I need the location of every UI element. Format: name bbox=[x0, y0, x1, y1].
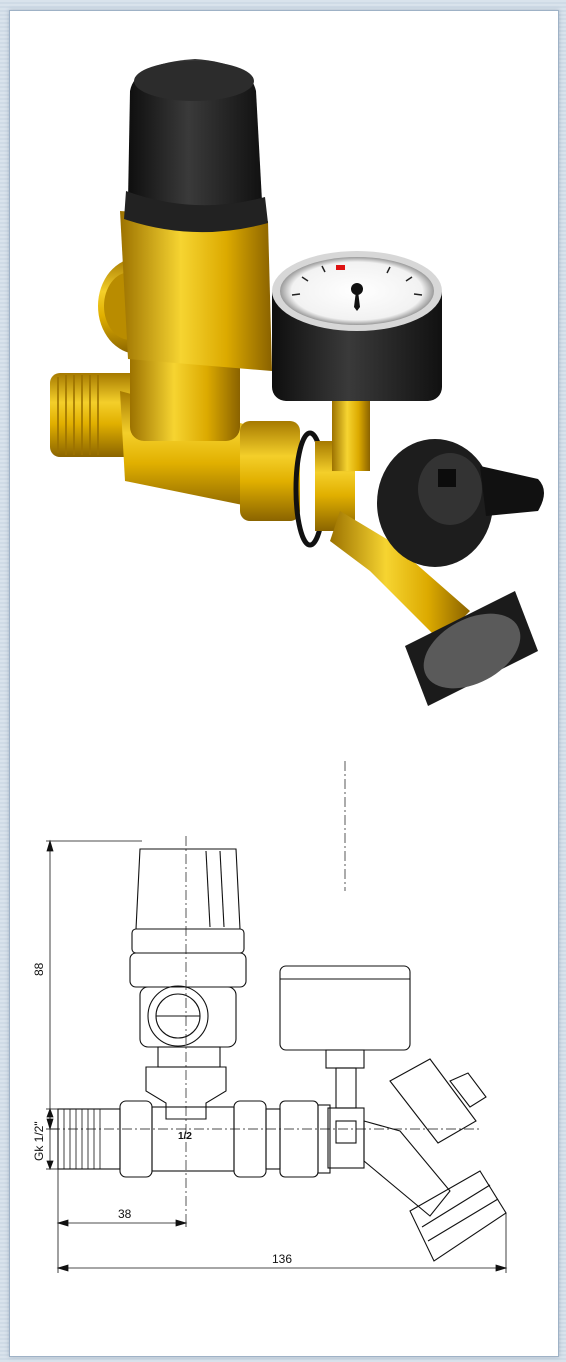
thread-lines bbox=[63, 1109, 101, 1169]
drain-outline bbox=[363, 1120, 451, 1217]
dim-thread-label: Gk 1/2" bbox=[32, 1121, 46, 1161]
union bbox=[279, 1100, 319, 1178]
knob-outline bbox=[389, 1058, 477, 1144]
gauge-stem bbox=[332, 391, 370, 471]
hose-nut-outline bbox=[409, 1170, 507, 1262]
cap-collar bbox=[131, 928, 245, 954]
gauge-tee-outline bbox=[327, 1107, 365, 1169]
gauge-red-mark bbox=[336, 265, 345, 270]
cap-outline bbox=[135, 848, 241, 930]
valve-render bbox=[50, 59, 544, 706]
gauge-ticks bbox=[291, 265, 423, 296]
drain-branch bbox=[330, 511, 470, 641]
inlet-thread bbox=[57, 375, 99, 455]
cap-ring bbox=[124, 191, 268, 233]
dim-height-label: 88 bbox=[32, 962, 46, 976]
union-nut bbox=[240, 421, 300, 521]
pipe-collar-left bbox=[119, 1100, 153, 1178]
drawing-sheet: 88 Gk 1/2" 38 136 1/2 bbox=[9, 10, 559, 1357]
gauge-needle bbox=[354, 283, 360, 311]
knob-square bbox=[438, 469, 456, 487]
gauge-stem-outline bbox=[335, 1067, 357, 1109]
thread-end bbox=[57, 1108, 121, 1170]
spacer bbox=[265, 1108, 281, 1170]
knob-face bbox=[418, 453, 482, 525]
part-marking: 1/2 bbox=[178, 1131, 192, 1142]
hose-nut-face bbox=[423, 613, 521, 689]
gauge-hex bbox=[325, 1049, 365, 1069]
gauge-hub bbox=[351, 283, 363, 295]
lever-outline bbox=[449, 1072, 487, 1108]
tee-center bbox=[151, 1106, 235, 1172]
marking-box bbox=[335, 1120, 357, 1144]
port-outer bbox=[147, 985, 209, 1047]
ring bbox=[317, 1104, 331, 1174]
technical-drawing: 88 Gk 1/2" 38 136 1/2 bbox=[32, 59, 544, 1273]
centerlines bbox=[50, 761, 480, 1221]
riser-outline bbox=[145, 1066, 227, 1120]
pipe-collar-right bbox=[233, 1100, 267, 1178]
valve-upper-body bbox=[129, 952, 247, 988]
safety-valve-body bbox=[120, 211, 272, 371]
dimension-lines bbox=[46, 839, 508, 1273]
dim-offset-label: 38 bbox=[118, 1207, 132, 1221]
valve-lever bbox=[480, 466, 544, 516]
line-drawing bbox=[50, 761, 507, 1262]
dim-length-label: 136 bbox=[272, 1252, 292, 1266]
hex-nut bbox=[157, 1046, 221, 1068]
cap-top bbox=[134, 61, 254, 101]
